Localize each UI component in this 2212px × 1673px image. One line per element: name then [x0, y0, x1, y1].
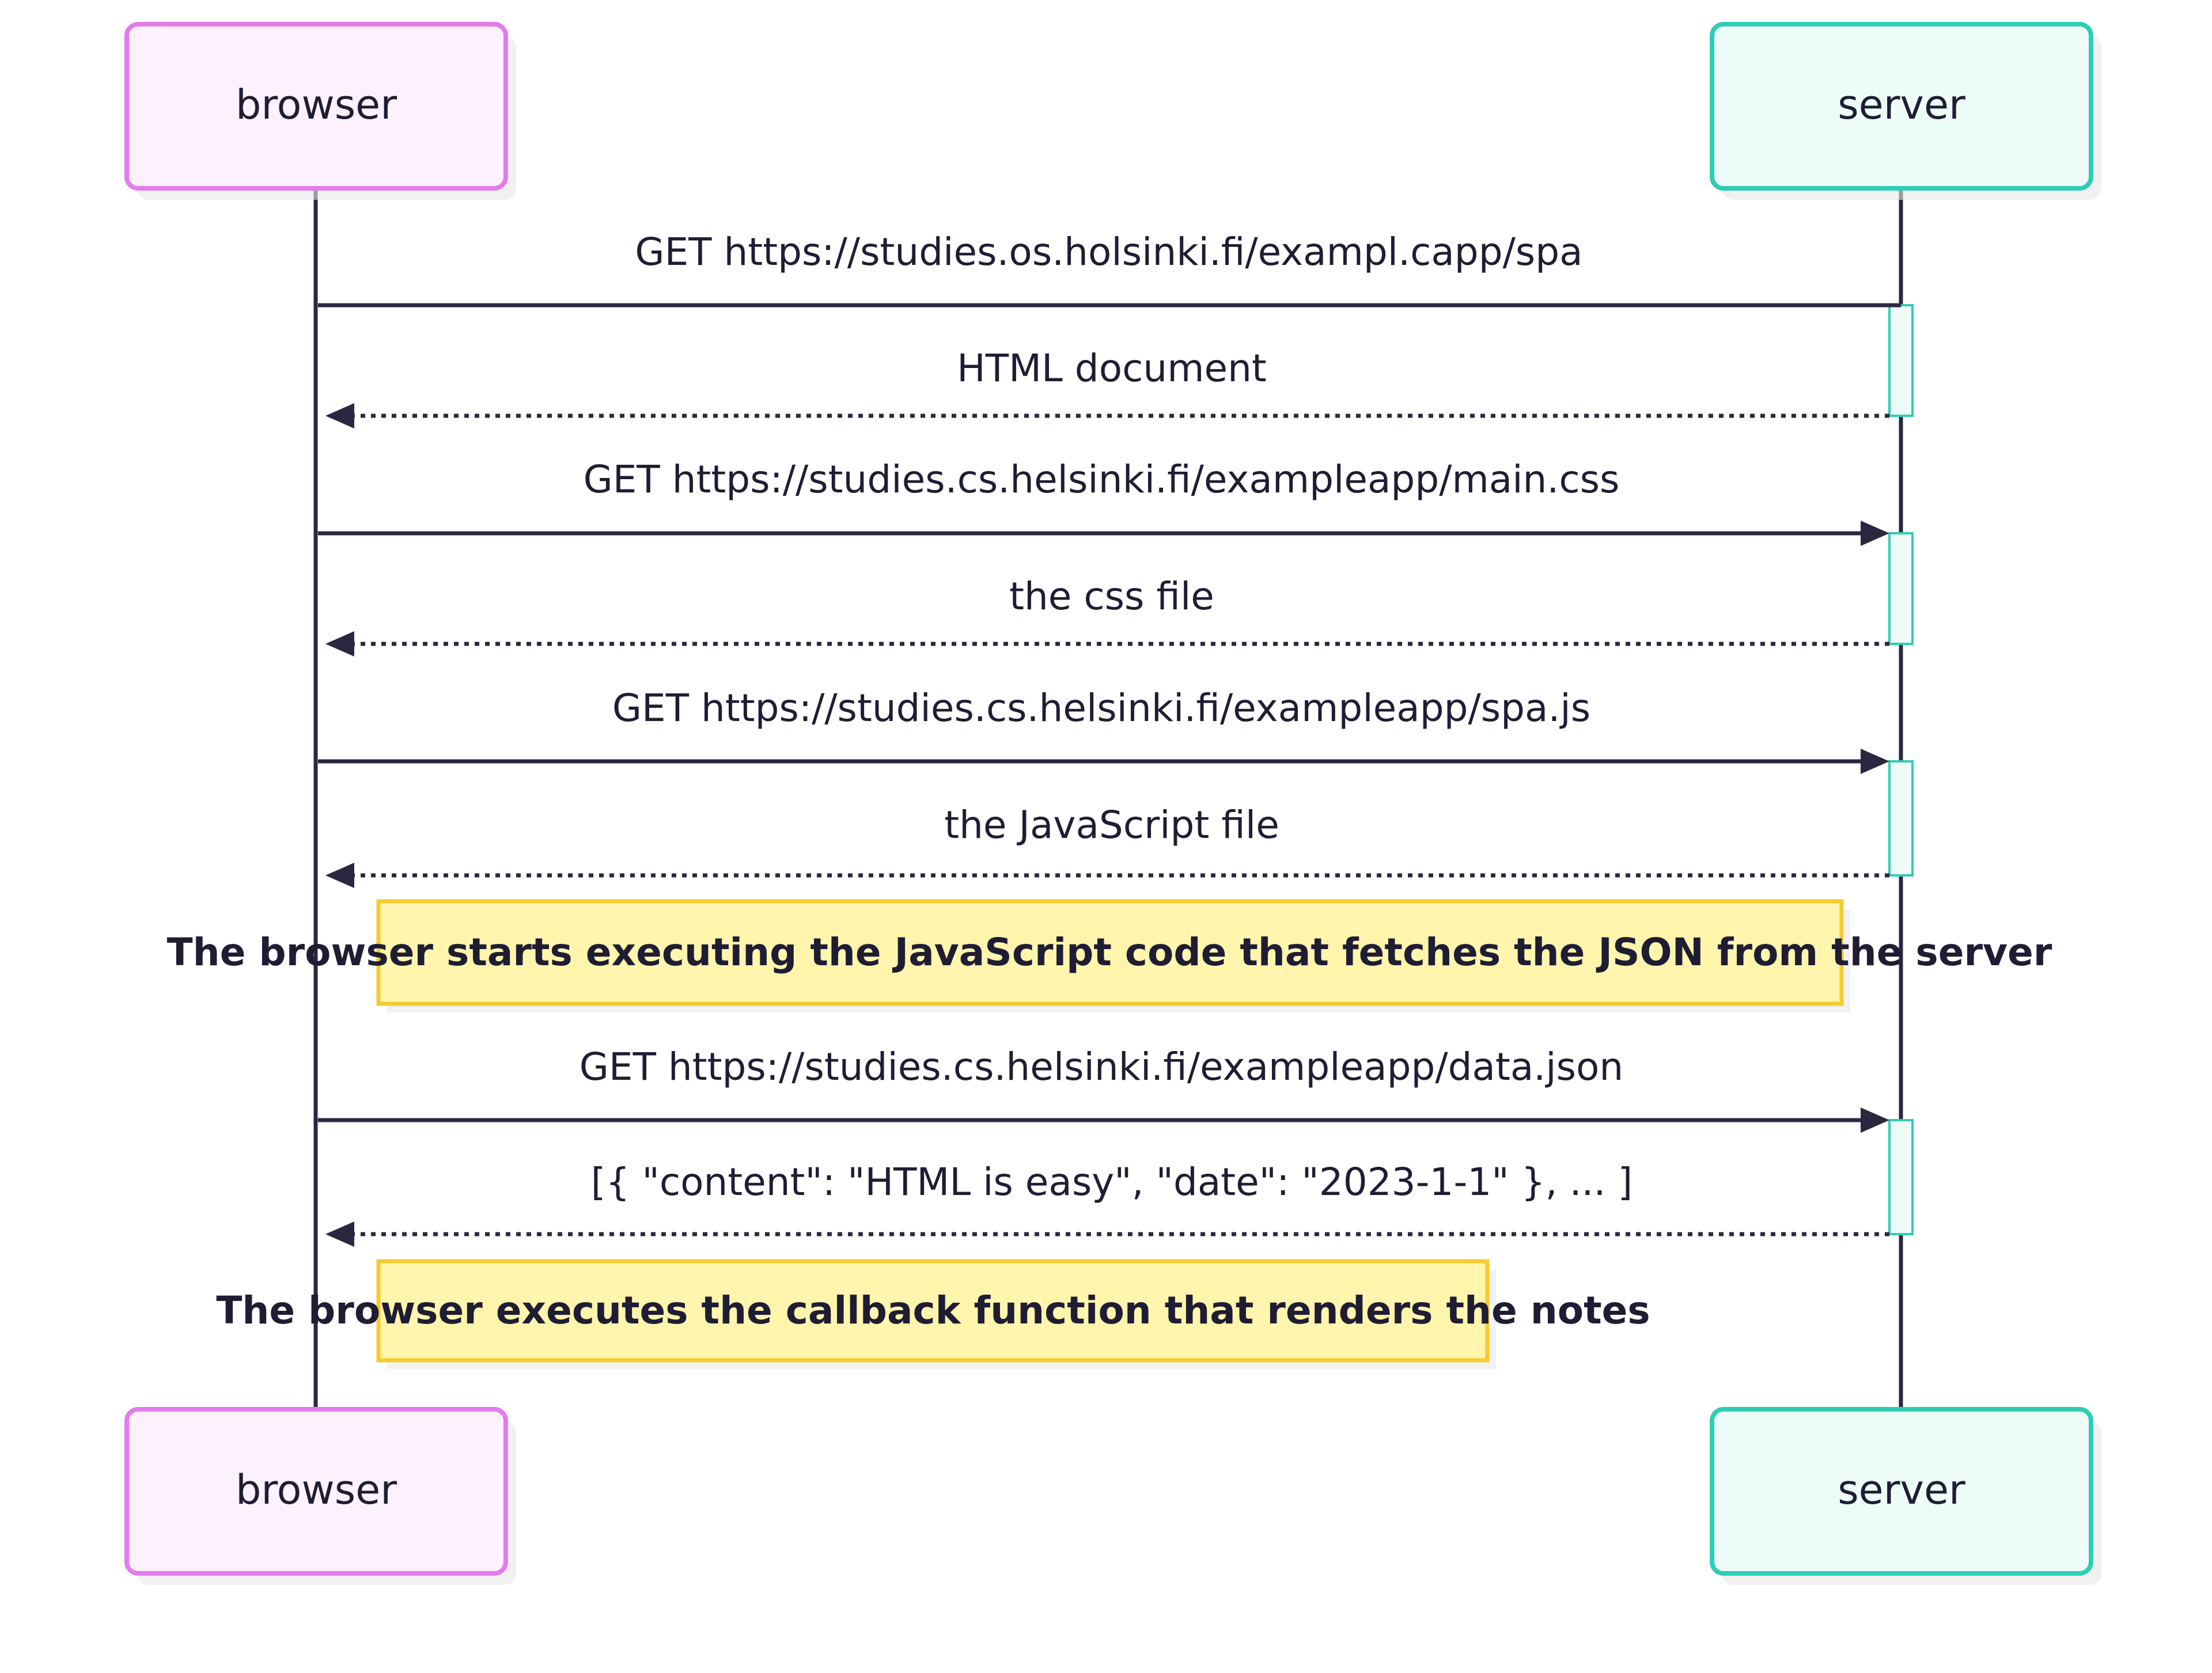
message-arrowhead-5: [1861, 749, 1889, 774]
server-actor-top: server: [1710, 22, 2101, 200]
browser-actor-bottom: browser: [124, 1407, 516, 1585]
message-label-4: the css file: [1009, 574, 1214, 619]
browser-actor-bottom-label: browser: [236, 1466, 397, 1513]
server-activation-3: [1888, 760, 1914, 877]
server-activation-2: [1888, 532, 1914, 645]
browser-actor-top: browser: [124, 22, 516, 200]
message-label-7: GET https://studies.cs.helsinki.fi/examp…: [579, 1045, 1623, 1089]
server-actor-bottom: server: [1710, 1407, 2101, 1585]
message-arrowhead-3: [1861, 521, 1889, 546]
note-1-box: [376, 899, 1844, 1006]
browser-actor-top-label: browser: [236, 81, 397, 128]
message-label-1: GET https://studies.os.holsinki.fi/examp…: [635, 230, 1582, 274]
server-activation-4: [1888, 1119, 1914, 1235]
message-label-5: GET https://studies.cs.helsinki.fi/examp…: [612, 686, 1590, 730]
note-1-text: The browser starts executing the JavaScr…: [167, 930, 2052, 974]
server-activation-1: [1888, 304, 1914, 417]
message-arrowhead-7: [1861, 1107, 1889, 1133]
message-label-2: HTML document: [957, 346, 1267, 390]
server-actor-top-label: server: [1838, 81, 1965, 128]
message-arrowhead-2: [325, 403, 354, 428]
server-actor-bottom-label: server: [1838, 1466, 1965, 1513]
message-arrowhead-4: [325, 631, 354, 657]
message-arrowhead-8: [325, 1221, 354, 1247]
message-label-3: GET https://studies.cs.helsinki.fi/examp…: [584, 457, 1620, 502]
message-label-8: [{ "content": "HTML is easy", "date": "2…: [591, 1160, 1633, 1204]
note-2-box: [376, 1259, 1490, 1363]
message-arrowhead-6: [325, 863, 354, 888]
message-label-6: the JavaScript file: [944, 803, 1279, 847]
note-2-text: The browser executes the callback functi…: [216, 1288, 1650, 1333]
